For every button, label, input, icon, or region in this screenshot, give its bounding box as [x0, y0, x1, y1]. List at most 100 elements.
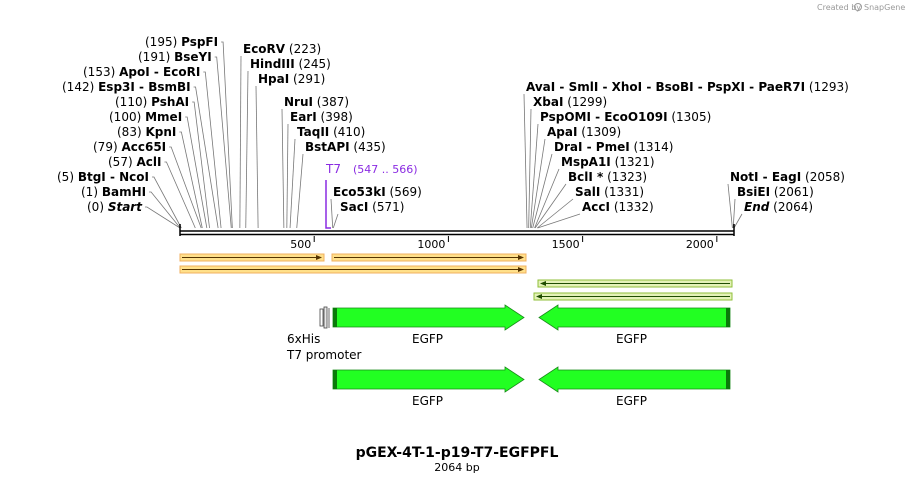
site-enzyme-names: BtgI - NcoI: [78, 170, 149, 184]
site-enzyme-names: SacI: [340, 200, 368, 214]
site-position: (398): [321, 110, 353, 124]
site-leader-line: [245, 70, 249, 229]
site-position: (83): [117, 125, 142, 139]
site-leader-line: [330, 198, 334, 229]
site-label[interactable]: XbaI (1299): [533, 95, 607, 109]
site-enzyme-names: ApaI: [547, 125, 577, 139]
site-label[interactable]: (57) AclI: [108, 155, 161, 169]
site-enzyme-names: XbaI: [533, 95, 563, 109]
primer-arrow-icon: [325, 180, 331, 229]
site-label[interactable]: AccI (1332): [582, 200, 654, 214]
site-enzyme-names: HpaI: [258, 72, 289, 86]
egfp-track-2: EGFP EGFP: [332, 366, 731, 408]
site-label[interactable]: (0) Start: [87, 200, 143, 214]
site-leader-line: [164, 161, 196, 229]
egfp-arrow[interactable]: [538, 366, 731, 393]
t7-primer[interactable]: T7 (547 .. 566): [325, 162, 418, 229]
site-label[interactable]: SalI (1331): [575, 185, 644, 199]
site-enzyme-names: MmeI: [145, 110, 182, 124]
site-position: (2064): [773, 200, 813, 214]
site-enzyme-names: PspOMI - EcoO109I: [540, 110, 668, 124]
site-label[interactable]: EcoRV (223): [243, 42, 321, 56]
orf-track-reverse: [533, 279, 733, 301]
ruler-tick-label: 1000: [417, 238, 445, 251]
site-label[interactable]: (5) BtgI - NcoI: [57, 170, 149, 184]
site-label[interactable]: (110) PshAI: [115, 95, 189, 109]
site-enzyme-names: EcoRV: [243, 42, 286, 56]
site-label[interactable]: (191) BseYI: [138, 50, 212, 64]
site-label[interactable]: NotI - EagI (2058): [730, 170, 845, 184]
egfp-label: EGFP: [412, 394, 443, 408]
site-leader-line: [169, 146, 202, 229]
site-label[interactable]: (1) BamHI: [81, 185, 146, 199]
site-label[interactable]: (195) PspFI: [145, 35, 218, 49]
site-position: (110): [115, 95, 147, 109]
site-leader-line: [214, 56, 232, 229]
egfp-label: EGFP: [616, 394, 647, 408]
site-position: (410): [333, 125, 365, 139]
brand-text: SnapGene: [864, 3, 905, 12]
site-label[interactable]: NruI (387): [284, 95, 349, 109]
site-label[interactable]: (79) Acc65I: [93, 140, 166, 154]
site-position: (142): [62, 80, 94, 94]
site-enzyme-names: DraI - PmeI: [554, 140, 630, 154]
site-enzyme-names: MspA1I: [561, 155, 611, 169]
site-label[interactable]: Eco53kI (569): [333, 185, 422, 199]
site-enzyme-names: KpnI: [145, 125, 176, 139]
site-enzyme-names: EarI: [290, 110, 317, 124]
site-leader-line: [523, 93, 528, 229]
orf-arrowhead-icon: [316, 255, 322, 260]
orf-arrowhead-icon: [536, 294, 542, 299]
site-position: (57): [108, 155, 133, 169]
site-label[interactable]: (153) ApoI - EcoRI: [83, 65, 200, 79]
site-leader-line: [532, 153, 553, 229]
site-enzyme-names: Esp3I - BsmBI: [98, 80, 190, 94]
site-enzyme-names: BseYI: [174, 50, 212, 64]
t7-promoter-feature[interactable]: [323, 306, 328, 329]
site-label[interactable]: EarI (398): [290, 110, 353, 124]
his-tag-feature[interactable]: [319, 308, 324, 327]
egfp-track-1: EGFP EGFP: [332, 304, 731, 346]
egfp-cap: [333, 370, 337, 389]
egfp-arrow[interactable]: [332, 366, 525, 393]
site-label[interactable]: (142) Esp3I - BsmBI: [62, 80, 191, 94]
site-position: (223): [289, 42, 321, 56]
site-position: (153): [83, 65, 115, 79]
site-label[interactable]: BsiEI (2061): [737, 185, 814, 199]
site-position: (571): [372, 200, 404, 214]
site-label[interactable]: HpaI (291): [258, 72, 325, 86]
site-label[interactable]: HindIII (245): [250, 57, 331, 71]
site-enzyme-names: SalI: [575, 185, 600, 199]
site-leader-line: [185, 116, 208, 229]
primer-range: (547 .. 566): [353, 163, 418, 176]
ruler-tick-label: 500: [290, 238, 311, 251]
site-label[interactable]: AvaI - SmlI - XhoI - BsoBI - PspXI - Pae…: [526, 80, 849, 94]
site-leader-line: [534, 168, 560, 229]
site-label[interactable]: MspA1I (1321): [561, 155, 655, 169]
site-label[interactable]: End (2064): [744, 200, 813, 214]
site-position: (2058): [805, 170, 845, 184]
site-position: (1): [81, 185, 98, 199]
site-position: (1299): [567, 95, 607, 109]
site-label[interactable]: PspOMI - EcoO109I (1305): [540, 110, 711, 124]
site-label[interactable]: DraI - PmeI (1314): [554, 140, 673, 154]
egfp-arrow[interactable]: [332, 304, 525, 331]
site-label[interactable]: ApaI (1309): [547, 125, 621, 139]
site-leader-line: [537, 213, 581, 229]
site-enzyme-names: TaqII: [297, 125, 329, 139]
site-enzyme-names: HindIII: [250, 57, 295, 71]
site-label[interactable]: BstAPI (435): [305, 140, 386, 154]
site-leader-line: [528, 108, 532, 229]
egfp-arrow[interactable]: [538, 304, 731, 331]
site-label[interactable]: SacI (571): [340, 200, 404, 214]
t7-promoter-label: T7 promoter: [286, 348, 362, 362]
site-label[interactable]: BclI * (1323): [568, 170, 647, 184]
site-label[interactable]: (83) KpnI: [117, 125, 176, 139]
site-position: (100): [109, 110, 141, 124]
egfp-cap: [726, 308, 730, 327]
site-label[interactable]: (100) MmeI: [109, 110, 182, 124]
site-leader-line: [537, 198, 574, 229]
site-label[interactable]: TaqII (410): [297, 125, 365, 139]
site-position: (1331): [604, 185, 644, 199]
